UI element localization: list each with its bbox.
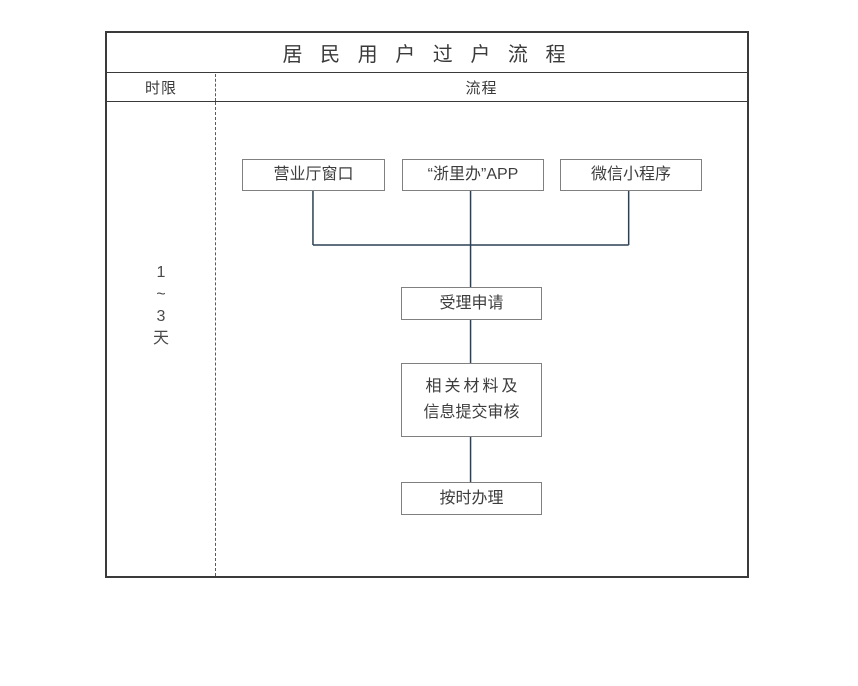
- time-limit-char: 1: [156, 264, 166, 281]
- channel-label: 营业厅窗口: [273, 166, 354, 183]
- channel-box-hall-window: 营业厅窗口: [242, 159, 385, 191]
- step-box-accept-application: 受理申请: [401, 287, 542, 320]
- time-limit-char: ~: [156, 286, 166, 303]
- step-label-line1: 相关材料及: [425, 378, 521, 395]
- time-limit-char: 天: [152, 330, 169, 347]
- title-row: 居 民 用 户 过 户 流 程: [107, 33, 747, 73]
- channel-label: “浙里办”APP: [427, 166, 519, 183]
- time-limit-cell: 1 ~ 3 天: [107, 102, 216, 576]
- flow-area: 营业厅窗口 “浙里办”APP 微信小程序 受理申请 相关材料及 信息提交审核 按…: [216, 102, 747, 576]
- step-label: 受理申请: [439, 294, 504, 312]
- step-label: 按时办理: [439, 489, 504, 507]
- header-row: 时限 流程: [107, 74, 747, 102]
- process-header-label: 流程: [465, 80, 498, 97]
- header-cell-process: 流程: [216, 74, 747, 101]
- body-row: 1 ~ 3 天 营业厅窗口: [107, 102, 747, 576]
- header-cell-time-limit: 时限: [107, 74, 216, 101]
- step-box-handle-on-time: 按时办理: [401, 482, 542, 515]
- connector-lines: [312, 191, 630, 482]
- time-limit-header-label: 时限: [144, 80, 177, 97]
- channel-box-zheliban-app: “浙里办”APP: [402, 159, 544, 191]
- channel-box-wechat-miniprogram: 微信小程序: [560, 159, 702, 191]
- diagram-frame: 居 民 用 户 过 户 流 程 时限 流程 1 ~ 3 天: [105, 31, 749, 578]
- time-limit-char: 3: [156, 308, 166, 325]
- step-box-materials-review: 相关材料及 信息提交审核: [401, 363, 542, 437]
- channel-label: 微信小程序: [590, 166, 671, 183]
- step-label-line2: 信息提交审核: [423, 404, 520, 421]
- diagram-title: 居 民 用 户 过 户 流 程: [282, 44, 572, 66]
